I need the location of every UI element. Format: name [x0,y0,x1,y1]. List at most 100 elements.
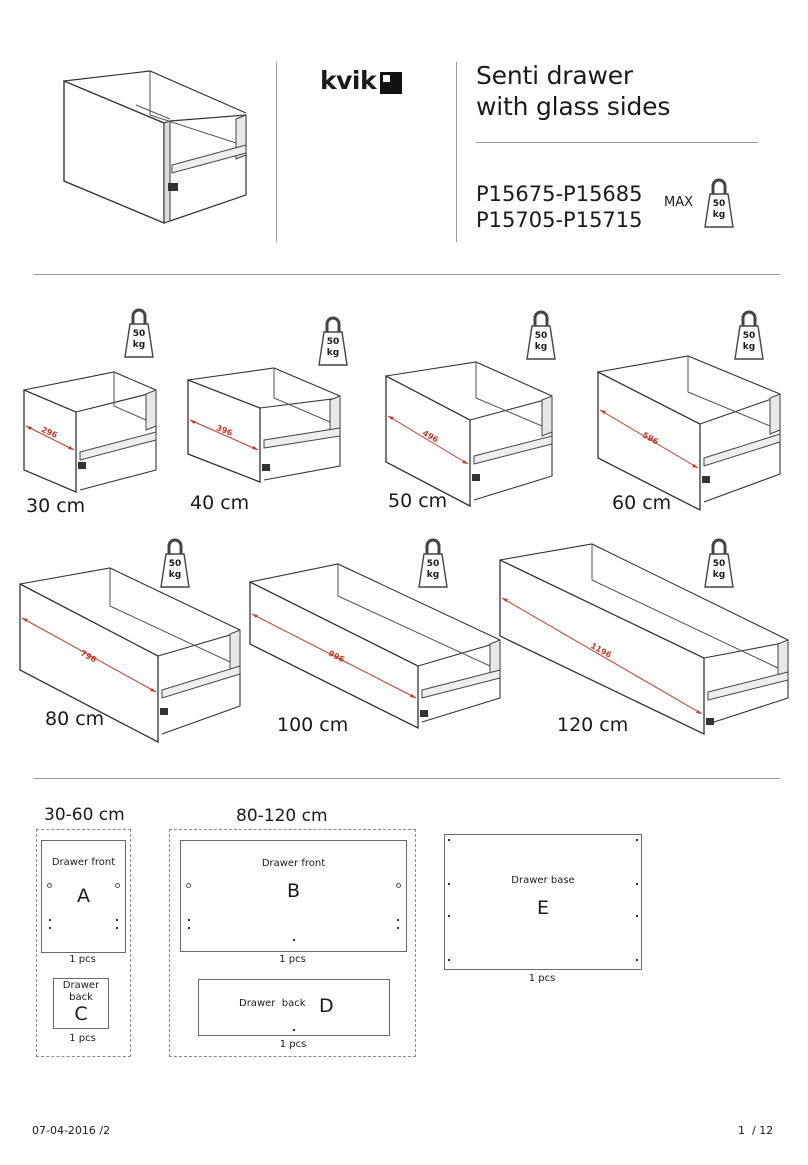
part-label: Drawer front [51,857,116,868]
header-divider-right [456,62,457,242]
weight-value: 50 [712,199,726,209]
weight-value: 50 [132,329,146,339]
part-letter: E [536,897,549,919]
brand-square-icon [380,71,403,94]
dot-marker [116,927,118,929]
drawer-illustration [187,367,341,483]
group-large-box [169,829,416,1057]
header-divider-left [276,62,277,242]
weight-value: 50 [326,337,340,347]
hole-marker [47,883,52,888]
group-large-label: 80-120 cm [236,806,328,826]
drawer-illustration [23,371,157,493]
drawer-size-label: 50 cm [388,490,448,512]
max-label: MAX [664,195,694,210]
part-b-drawer-front: Drawer front B [180,840,407,952]
brand-name: kvik [320,66,377,95]
group-small-label: 30-60 cm [44,805,125,825]
product-code-line2: P15705-P15715 [476,208,643,232]
drawer-size-label: 40 cm [190,492,250,514]
dot-marker [448,839,450,841]
hole-marker [396,883,401,888]
drawer-illustration [19,567,241,744]
drawer-size-label: 60 cm [612,492,672,514]
drawer-illustration [249,563,501,730]
weight-unit: kg [132,340,146,350]
drawer-size-label: 80 cm [45,708,105,730]
drawer-weight-badge: 50 kg [160,536,190,588]
drawer-size-label: 100 cm [277,714,349,736]
part-e-drawer-base: Drawer base E [444,834,642,970]
dot-marker [636,839,638,841]
dot-marker [448,915,450,917]
drawer-weight-badge: 50 kg [124,306,154,358]
dot-marker [49,927,51,929]
part-label: Drawer back [239,998,306,1009]
part-qty: 1 pcs [528,973,556,984]
weight-icon [418,538,448,588]
divider-middle [34,778,780,779]
header-drawer-illustration [63,70,247,225]
weight-unit: kg [742,342,756,352]
title-underline [476,142,758,143]
part-letter: D [319,995,334,1017]
weight-unit: kg [326,348,340,358]
part-label: Drawer base [511,875,575,886]
part-d-drawer-back: Drawer back D [198,979,390,1036]
part-letter: C [74,1003,88,1025]
hole-marker [115,883,120,888]
drawer-size-label: 120 cm [557,714,629,736]
group-small-box [36,829,131,1057]
weight-icon [318,316,348,366]
dot-marker [397,919,399,921]
weight-value: 50 [712,559,726,569]
dot-marker [49,919,51,921]
weight-icon [526,310,556,360]
product-code-line1: P15675-P15685 [476,182,643,206]
weight-icon [160,538,190,588]
dot-marker [636,959,638,961]
part-qty: 1 pcs [279,1039,307,1050]
dot-marker [636,883,638,885]
product-title-line2: with glass sides [476,92,671,121]
part-qty: 1 pcs [69,954,96,965]
part-letter: B [286,880,301,902]
product-title: Senti drawer with glass sides [476,60,670,122]
dot-marker [448,959,450,961]
product-title-line1: Senti drawer [476,61,633,90]
dot-marker [116,919,118,921]
header-weight-badge: 50 kg [704,176,734,228]
dot-marker [188,919,190,921]
dot-marker [448,883,450,885]
weight-value: 50 [534,331,548,341]
divider-top [34,274,780,275]
footer-page-number: 1 / 12 [738,1124,774,1137]
weight-unit: kg [712,210,726,220]
weight-unit: kg [712,570,726,580]
drawer-illustration [385,361,553,508]
dot-marker [293,1029,295,1031]
part-qty: 1 pcs [69,1033,96,1044]
part-qty: 1 pcs [279,954,306,965]
part-letter: A [77,885,90,907]
dot-marker [397,927,399,929]
drawer-weight-badge: 50 kg [704,536,734,588]
weight-icon [704,538,734,588]
drawer-illustration [499,543,789,736]
drawer-illustration [597,355,781,512]
hole-marker [186,883,191,888]
part-a-drawer-front: Drawer front A [41,840,126,953]
drawer-size-label: 30 cm [26,495,86,517]
weight-value: 50 [742,331,756,341]
drawer-weight-badge: 50 kg [418,536,448,588]
weight-unit: kg [168,570,182,580]
weight-value: 50 [426,559,440,569]
weight-unit: kg [426,570,440,580]
footer-date: 07-04-2016 /2 [32,1124,111,1137]
weight-icon [704,178,734,228]
drawer-weight-badge: 50 kg [318,314,348,366]
weight-icon [124,308,154,358]
weight-unit: kg [534,342,548,352]
weight-icon [734,310,764,360]
drawer-weight-badge: 50 kg [734,308,764,360]
